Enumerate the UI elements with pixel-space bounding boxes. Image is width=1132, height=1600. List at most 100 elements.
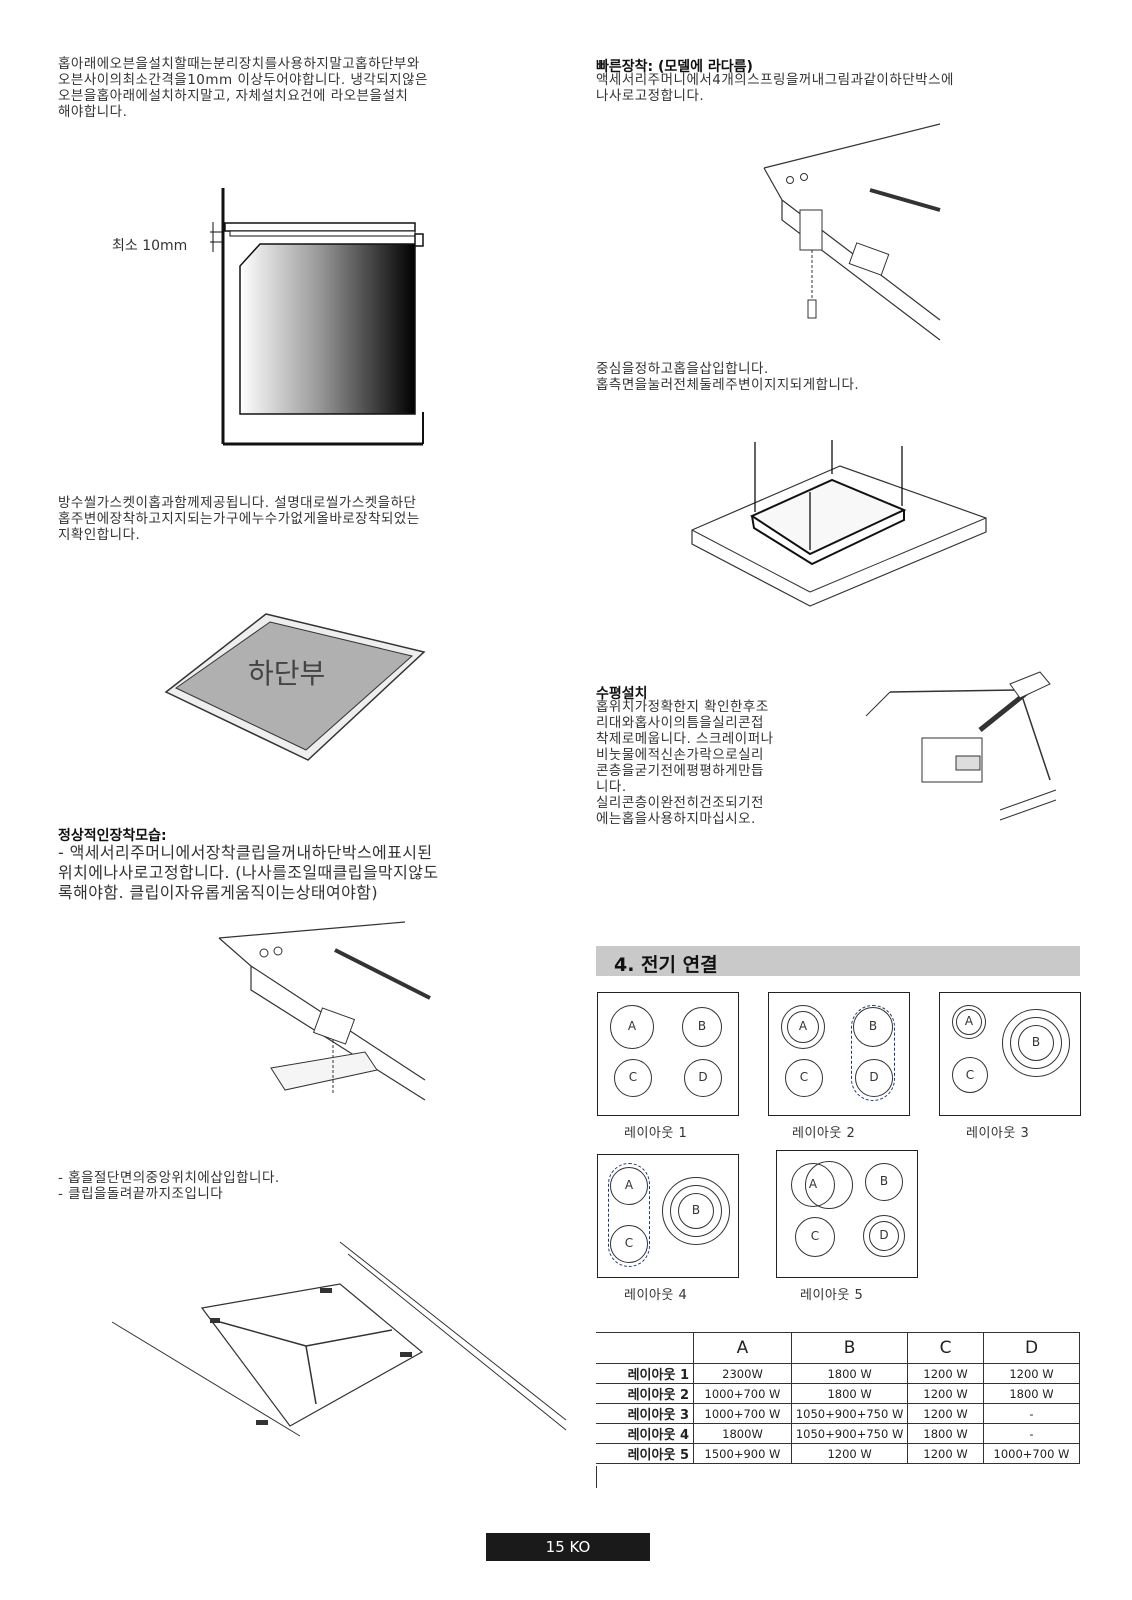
header-b: B [790, 1332, 909, 1364]
burner-label: C [624, 1236, 634, 1250]
burner-d [855, 1059, 893, 1097]
insert-text: - 홉을절단면의중앙위치에삽입합니다. - 클립을돌려끝까지조입니다 [58, 1170, 280, 1202]
cell-b: 1800 W [790, 1383, 909, 1404]
burner-c [614, 1059, 652, 1097]
clip-install-illustration [218, 921, 431, 1101]
cell-d: - [982, 1423, 1081, 1444]
oven-clearance-diagram [210, 188, 424, 446]
header-a: A [693, 1332, 792, 1364]
burner-label: B [691, 1203, 701, 1217]
burner-b-inner [678, 1193, 714, 1229]
layout-3-diagram: A B C [939, 992, 1081, 1116]
burner-label: A [964, 1014, 974, 1028]
layout-3-caption: 레이아웃 3 [966, 1126, 1030, 1141]
section-title: 4. 전기 연결 [614, 954, 718, 976]
burner-label: A [808, 1177, 818, 1191]
burner-label: C [810, 1229, 820, 1243]
row-label: 레이아웃 2 [596, 1383, 694, 1404]
hob-bottom-illustration [164, 613, 426, 761]
burner-label: B [868, 1019, 878, 1033]
cell-a: 1000+700 W [693, 1383, 792, 1404]
hob-press-illustration [691, 440, 987, 607]
burner-label: A [624, 1178, 634, 1192]
burner-a-outer [952, 1005, 986, 1039]
bottom-part-label: 하단부 [248, 657, 326, 690]
burner-label: A [798, 1019, 808, 1033]
spring-install-illustration [763, 123, 941, 341]
cell-a: 1000+700 W [693, 1403, 792, 1424]
burner-c [610, 1225, 648, 1263]
cell-b: 1050+900+750 W [790, 1423, 909, 1444]
normal-install-heading: 정상적인장착모습: [58, 828, 167, 844]
min-clearance-label: 최소 10mm [112, 238, 188, 254]
burner-label: D [698, 1070, 708, 1084]
burner-a-inner [787, 1011, 819, 1043]
burner-a-outer [781, 1005, 825, 1049]
cell-a: 1500+900 W [693, 1443, 792, 1464]
quick-install-text: 액세서리주머니에서4개의스프링을꺼내그림과같이하단박스에 나사로고정합니다. [596, 72, 954, 104]
cell-b: 1800 W [790, 1363, 909, 1384]
page-number: 15 KO [545, 1538, 591, 1556]
normal-install-text: - 액세서리주머니에서장착클립을꺼내하단박스에표시된 위치에나사로고정합니다. … [58, 843, 439, 902]
silicone-sealing-illustration [865, 671, 1057, 821]
burner-b [865, 1163, 903, 1201]
row-label: 레이아웃 1 [596, 1363, 694, 1384]
burner-c [952, 1057, 988, 1093]
burner-b [682, 1007, 722, 1047]
layout-1-diagram: A B C D [597, 992, 739, 1116]
leveling-text: 홉위치가정확한지 확인한후조 리대와홉사이의틈을실리콘접 착제로메웁니다. 스크… [596, 699, 774, 827]
center-insert-text: 중심을정하고홉을삽입합니다. 홉측면을눌러전체둘레주변이지지되게합니다. [596, 361, 860, 393]
hob-insert-illustration [111, 1241, 567, 1437]
table-row: 레이아웃 4 1800W 1050+900+750 W 1800 W - [596, 1423, 1081, 1444]
burner-label: B [1031, 1035, 1041, 1049]
cell-a: 2300W [693, 1363, 792, 1384]
burner-b-mid [1010, 1017, 1062, 1069]
header-d: D [982, 1332, 1081, 1364]
quick-install-heading: 빠른장착: (모델에 라다름) [596, 59, 753, 75]
burner-d [684, 1059, 722, 1097]
burner-label: B [879, 1174, 889, 1188]
layout-2-diagram: A B C D [768, 992, 910, 1116]
power-table: A B C D 레이아웃 1 2300W 1800 W 1200 W 1200 … [596, 1332, 1081, 1464]
gasket-text: 방수씰가스켓이홉과함께제공됩니다. 설명대로씰가스켓을하단 홉주변에장착하고지지… [58, 495, 420, 543]
bridge-zone-bd [851, 1005, 895, 1101]
intro-text: 홉아래에오븐을설치할때는분리장치를사용하지말고홉하단부와 오븐사이의최소간격을1… [58, 56, 428, 120]
burner-b-inner [1018, 1025, 1054, 1061]
burner-label: C [965, 1068, 975, 1082]
table-row: 레이아웃 3 1000+700 W 1050+900+750 W 1200 W … [596, 1403, 1081, 1424]
burner-b-mid [670, 1185, 722, 1237]
header-c: C [907, 1332, 984, 1364]
cell-c: 1200 W [907, 1363, 984, 1384]
burner-d-inner [869, 1221, 899, 1251]
burner-a-large [805, 1161, 853, 1209]
cell-b: 1200 W [790, 1443, 909, 1464]
layout-4-diagram: A C B [597, 1154, 739, 1278]
cell-c: 1800 W [907, 1423, 984, 1444]
burner-label: C [628, 1070, 638, 1084]
burner-label: C [799, 1070, 809, 1084]
layout-2-caption: 레이아웃 2 [792, 1126, 856, 1141]
leveling-heading: 수평설치 [596, 686, 648, 702]
burner-label: D [869, 1070, 879, 1084]
table-header-row: A B C D [596, 1332, 1081, 1364]
layout-4-caption: 레이아웃 4 [624, 1288, 688, 1303]
table-trailing-line [596, 1466, 597, 1488]
burner-d-outer [863, 1215, 905, 1257]
table-row: 레이아웃 1 2300W 1800 W 1200 W 1200 W [596, 1363, 1081, 1384]
burner-a [610, 1167, 648, 1205]
cell-b: 1050+900+750 W [790, 1403, 909, 1424]
row-label: 레이아웃 3 [596, 1403, 694, 1424]
electrical-connection-section-bar: 4. 전기 연결 [596, 946, 1080, 976]
cell-c: 1200 W [907, 1443, 984, 1464]
cell-d: 1000+700 W [982, 1443, 1081, 1464]
burner-label: B [697, 1019, 707, 1033]
burner-label: D [879, 1228, 889, 1242]
page-number-badge: 15 KO [486, 1533, 650, 1561]
cell-c: 1200 W [907, 1383, 984, 1404]
burner-b [853, 1007, 893, 1047]
cell-d: 1200 W [982, 1363, 1081, 1384]
layout-5-caption: 레이아웃 5 [800, 1288, 864, 1303]
row-label: 레이아웃 5 [596, 1443, 694, 1464]
row-label: 레이아웃 4 [596, 1423, 694, 1444]
burner-b-outer [662, 1177, 730, 1245]
